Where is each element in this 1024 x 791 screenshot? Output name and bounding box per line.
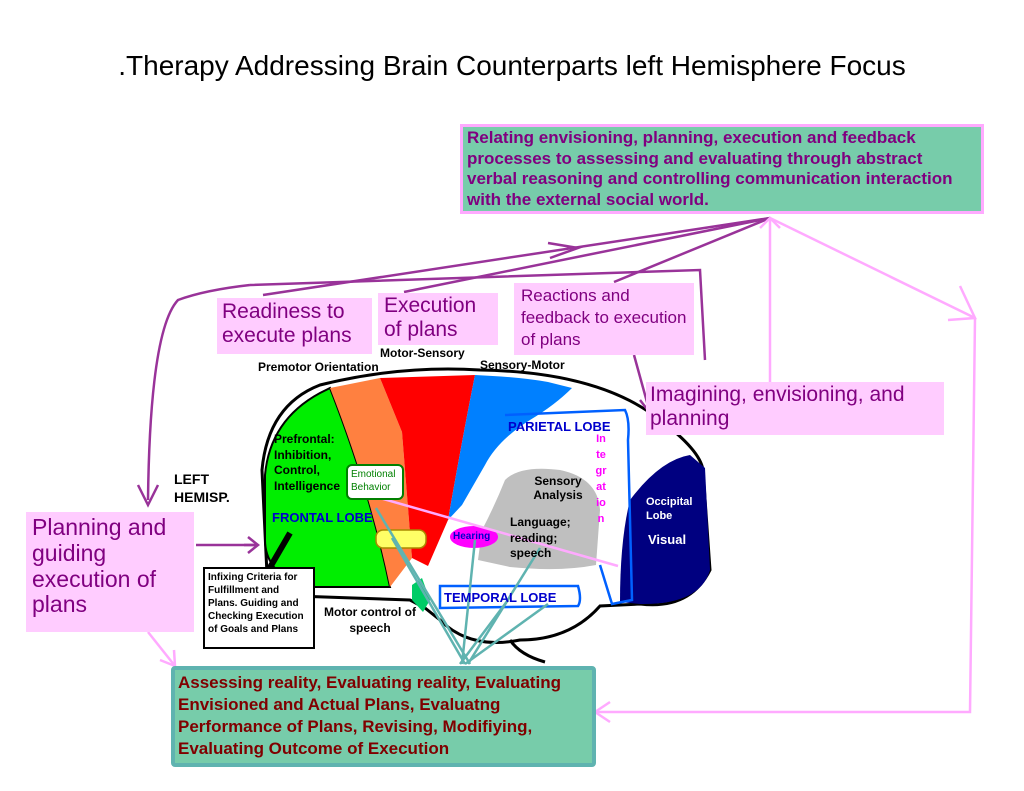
occipital-label: Occipital Lobe (646, 496, 693, 523)
frontal-lobe-label: FRONTAL LOBE (272, 510, 373, 525)
parietal-lobe-label: PARIETAL LOBE (508, 419, 611, 434)
hearing-label: Hearing (453, 531, 491, 542)
parietal-outline (504, 408, 634, 606)
label-reactions: Reactions and feedback to execution of p… (514, 283, 694, 355)
hearing-region (450, 526, 498, 548)
infixing-box: Infixing Criteria for Fulfillment and Pl… (203, 567, 315, 649)
temporal-lobe-label: TEMPORAL LOBE (444, 590, 557, 605)
yellow-oval (375, 529, 427, 549)
bottom-green-box: Assessing reality, Evaluating reality, E… (171, 666, 596, 767)
integration-label: Integration (595, 433, 607, 525)
sensory-analysis-region (478, 468, 600, 570)
language-label: Language; reading; speech (510, 515, 571, 561)
page-title: .Therapy Addressing Brain Counterparts l… (118, 50, 906, 81)
occipital-region (620, 455, 710, 605)
label-execution: Execution of plans (378, 293, 498, 345)
sensory-region (448, 375, 572, 520)
label-imagining: Imagining, envisioning, and planning (646, 382, 944, 435)
premotor-label: Premotor Orientation (258, 360, 379, 374)
sensory-motor-label: Sensory-Motor (480, 358, 565, 372)
label-readiness: Readiness to execute plans (217, 298, 372, 354)
brain-stem (508, 639, 546, 664)
motor-sensory-label: Motor-Sensory (380, 346, 465, 360)
sensory-analysis-label: Sensory Analysis (533, 474, 583, 503)
motor-control-label: Motor control of speech (324, 605, 416, 635)
visual-label: Visual (648, 532, 687, 547)
left-hemisp-label: LEFT HEMISP. (174, 471, 230, 506)
lower-frontal-region (412, 578, 430, 612)
emotional-behavior-label: Emotional Behavior (346, 464, 404, 500)
temporal-outline (438, 584, 582, 610)
motor-region (380, 375, 475, 566)
top-green-box: Relating envisioning, planning, executio… (460, 124, 984, 214)
prefrontal-label: Prefrontal: Inhibition, Control, Intelli… (274, 432, 341, 493)
label-planning: Planning and guiding execution of plans (26, 512, 194, 632)
